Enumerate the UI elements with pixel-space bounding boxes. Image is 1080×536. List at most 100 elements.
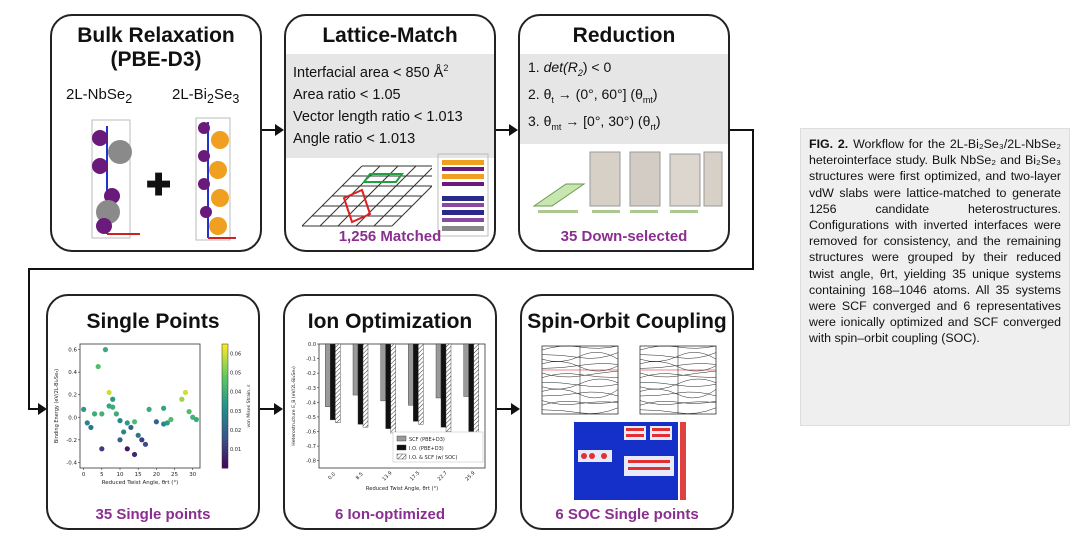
bar-2 bbox=[473, 343, 479, 437]
band-line bbox=[541, 352, 619, 359]
plus-icon: ✚ bbox=[146, 169, 172, 202]
colorbar-segment bbox=[222, 402, 228, 407]
stacked-structure-image bbox=[437, 153, 489, 237]
criterion-area-ratio: Area ratio < 1.05 bbox=[293, 86, 401, 103]
band-line bbox=[541, 400, 619, 405]
legend-swatch bbox=[396, 435, 407, 442]
band-line bbox=[541, 345, 619, 351]
scatter-point bbox=[164, 420, 170, 426]
scatter-point bbox=[139, 437, 145, 443]
x-tick-label: 13.9 bbox=[381, 470, 393, 482]
bar-2 bbox=[445, 343, 452, 432]
y-tick-label: -0.4 bbox=[306, 400, 316, 406]
single-points-count: 35 Single points bbox=[95, 506, 211, 523]
x-tick-label: 25.9 bbox=[464, 470, 476, 482]
colorbar-segment bbox=[222, 350, 228, 354]
colorbar-segment bbox=[222, 449, 228, 453]
scatter-point bbox=[106, 389, 112, 396]
bar-1 bbox=[440, 343, 447, 428]
caption-text: Workflow for the 2L-Bi₂Se₃/2L-NbSe₂ hete… bbox=[809, 137, 1062, 346]
x-tick-label: 5 bbox=[100, 472, 104, 478]
reduction-step-2: 2. θt → (0°, 60°] (θmt) bbox=[528, 85, 658, 105]
colorbar-segment bbox=[222, 440, 228, 444]
colorbar-segment bbox=[222, 399, 228, 404]
arrow-ion-to-soc bbox=[497, 408, 513, 410]
bar-2 bbox=[335, 343, 341, 423]
colorbar-segment bbox=[222, 353, 228, 357]
band-line bbox=[541, 391, 619, 397]
x-tick-label: 10 bbox=[117, 472, 124, 478]
reduction-step-3: 3. θmt → [0°, 30°) (θrt) bbox=[528, 112, 661, 132]
bar-0 bbox=[352, 343, 359, 396]
colorbar-segment bbox=[222, 356, 228, 360]
colorbar-tick-label: 0.06 bbox=[230, 352, 241, 358]
legend-swatch bbox=[396, 444, 407, 451]
band-line bbox=[541, 363, 619, 369]
lattice-match-panel: Lattice-Match Interfacial area < 850 Å2 … bbox=[284, 14, 496, 252]
nbse2-label: 2L-NbSe2 bbox=[66, 86, 133, 106]
y-tick-label: -0.6 bbox=[306, 430, 316, 436]
y-tick-label: -0.8 bbox=[306, 459, 316, 465]
lattice-match-count: 1,256 Matched bbox=[338, 228, 442, 245]
y-tick-label: -0.2 bbox=[306, 371, 316, 377]
colorbar-segment bbox=[222, 455, 228, 460]
criterion-angle-ratio: Angle ratio < 1.013 bbox=[293, 130, 416, 147]
band-line bbox=[639, 370, 717, 378]
colorbar-segment bbox=[222, 347, 228, 351]
scatter-point bbox=[131, 451, 138, 458]
band-line bbox=[541, 407, 619, 414]
bi2se3-structure-image bbox=[195, 117, 236, 241]
figure-caption: FIG. 2. Workflow for the 2L-Bi₂Se₃/2L-Nb… bbox=[800, 128, 1070, 426]
arrow-lattice-to-reduction bbox=[496, 129, 511, 131]
bar-1 bbox=[468, 343, 474, 432]
bar-1 bbox=[357, 343, 364, 425]
scatter-point bbox=[88, 424, 94, 431]
arrowhead-icon bbox=[511, 403, 520, 415]
band-line bbox=[639, 373, 717, 378]
colorbar-tick-label: 0.02 bbox=[230, 428, 241, 434]
colorbar-segment bbox=[222, 359, 228, 364]
legend-box bbox=[392, 431, 484, 463]
y-axis-label: Heterostructure E_B (eV/2L-Bi₂Se₃) bbox=[291, 366, 297, 446]
colorbar-segment bbox=[222, 396, 228, 401]
colorbar-tick-label: 0.01 bbox=[230, 447, 241, 453]
arrowhead-icon bbox=[274, 403, 283, 415]
nbse2-structure-image bbox=[91, 119, 140, 239]
bar-0 bbox=[408, 343, 414, 406]
lattice-criteria-box: Interfacial area < 850 Å2 Area ratio < 1… bbox=[286, 54, 494, 158]
band-line bbox=[639, 381, 717, 387]
legend-label: I.O. & SCF (w/ SOC) bbox=[409, 455, 458, 461]
x-tick-label: 22.7 bbox=[437, 470, 449, 482]
colorbar-segment bbox=[222, 375, 228, 379]
reduction-title: Reduction bbox=[572, 24, 676, 47]
colorbar-segment bbox=[222, 415, 228, 419]
colorbar-tick-label: 0.05 bbox=[230, 371, 241, 377]
legend-swatch bbox=[396, 453, 407, 460]
connector-line bbox=[730, 129, 754, 131]
band-line bbox=[639, 407, 717, 414]
soc-count: 6 SOC Single points bbox=[555, 506, 699, 523]
bulk-relaxation-subtitle: (PBE-D3) bbox=[110, 48, 202, 71]
y-tick-label: 0.6 bbox=[68, 348, 77, 354]
x-tick-label: 8.5 bbox=[355, 471, 365, 481]
reduced-structures-image bbox=[532, 151, 723, 213]
colorbar-segment bbox=[222, 412, 228, 416]
bar-1 bbox=[330, 343, 336, 421]
scatter-point bbox=[128, 424, 134, 431]
bar-2 bbox=[362, 343, 369, 428]
colorbar-segment bbox=[222, 390, 228, 395]
scatter-point bbox=[102, 347, 109, 353]
scatter-point bbox=[142, 441, 149, 447]
scatter-point bbox=[161, 405, 167, 411]
soc-panel: Spin-Orbit Coupling 6 SOC Sing bbox=[520, 294, 734, 530]
scatter-point bbox=[113, 411, 119, 417]
y-tick-label: 0.2 bbox=[68, 393, 77, 399]
arrowhead-icon bbox=[38, 403, 47, 415]
colorbar-segment bbox=[222, 387, 228, 391]
scatter-point bbox=[84, 420, 90, 426]
scatter-point bbox=[95, 363, 101, 370]
colorbar-segment bbox=[222, 427, 228, 432]
colorbar-segment bbox=[222, 378, 228, 382]
colorbar-segment bbox=[222, 461, 228, 466]
